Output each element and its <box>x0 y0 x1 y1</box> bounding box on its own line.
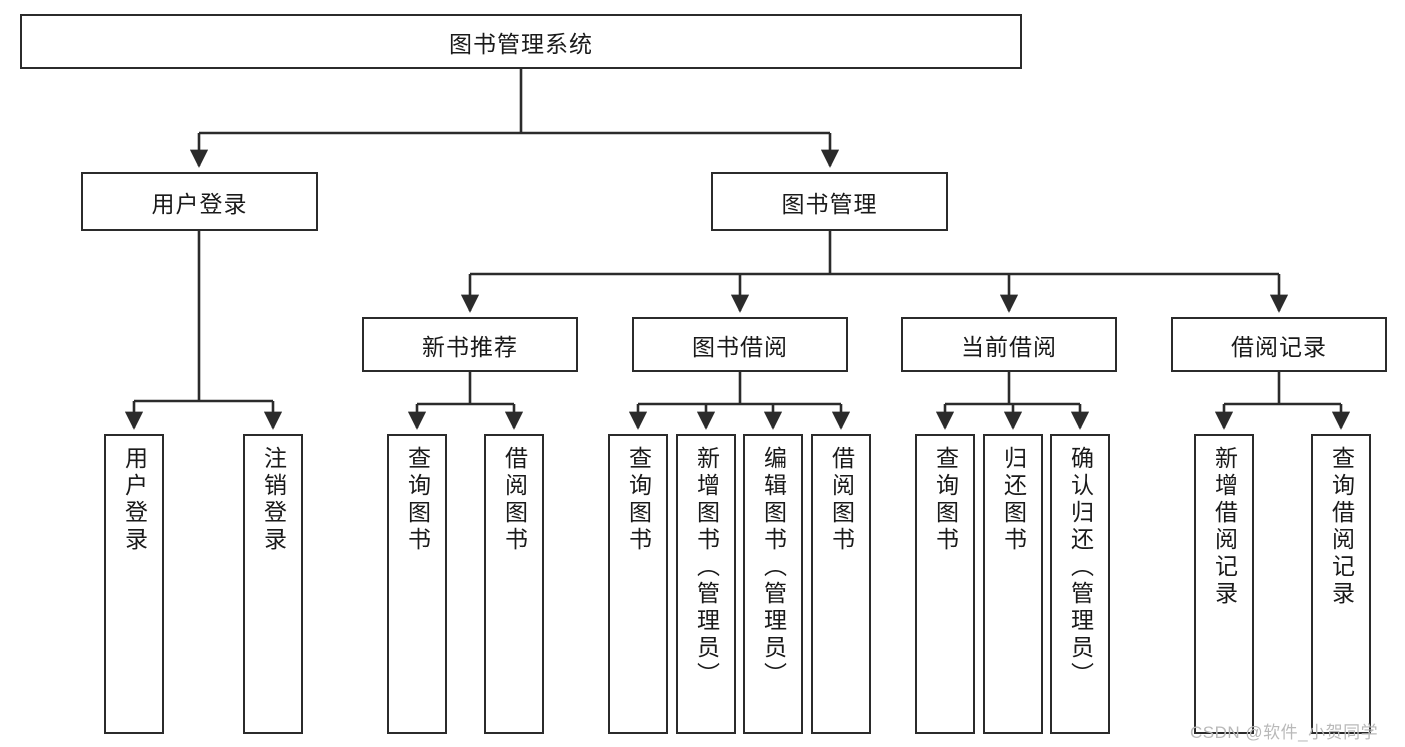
node-current-borrow[interactable]: 当前借阅 <box>901 317 1117 372</box>
node-leaf-query-record[interactable]: 查询借阅记录 <box>1311 434 1371 734</box>
node-root-label: 图书管理系统 <box>449 30 593 57</box>
node-leaf-query-book-3-label: 查询图书 <box>932 446 959 554</box>
watermark: CSDN @软件_小贺同学 <box>1190 723 1379 742</box>
node-leaf-logout-label: 注销登录 <box>260 446 287 554</box>
node-new-book-rec[interactable]: 新书推荐 <box>362 317 578 372</box>
node-leaf-edit-book-label: 编辑图书（管理员） <box>760 446 787 689</box>
node-root[interactable]: 图书管理系统 <box>20 14 1022 69</box>
node-user-login-label: 用户登录 <box>151 190 248 217</box>
node-book-borrow[interactable]: 图书借阅 <box>632 317 848 372</box>
node-leaf-user-login[interactable]: 用户登录 <box>104 434 164 734</box>
node-book-borrow-label: 图书借阅 <box>692 333 788 360</box>
node-leaf-borrow-book-2[interactable]: 借阅图书 <box>811 434 871 734</box>
node-leaf-confirm-return[interactable]: 确认归还（管理员） <box>1050 434 1110 734</box>
node-leaf-borrow-book-1-label: 借阅图书 <box>501 446 528 554</box>
node-leaf-add-book[interactable]: 新增图书（管理员） <box>676 434 736 734</box>
node-leaf-borrow-book-1[interactable]: 借阅图书 <box>484 434 544 734</box>
node-leaf-query-book-1-label: 查询图书 <box>404 446 431 554</box>
node-leaf-add-book-label: 新增图书（管理员） <box>693 446 720 689</box>
node-leaf-borrow-book-2-label: 借阅图书 <box>828 446 855 554</box>
node-leaf-return-book-label: 归还图书 <box>1000 446 1027 554</box>
node-book-manage-label: 图书管理 <box>781 190 878 217</box>
node-user-login[interactable]: 用户登录 <box>81 172 318 231</box>
node-borrow-record-label: 借阅记录 <box>1231 333 1327 360</box>
node-borrow-record[interactable]: 借阅记录 <box>1171 317 1387 372</box>
node-new-book-rec-label: 新书推荐 <box>422 333 518 360</box>
node-current-borrow-label: 当前借阅 <box>961 333 1057 360</box>
node-book-manage[interactable]: 图书管理 <box>711 172 948 231</box>
node-leaf-edit-book[interactable]: 编辑图书（管理员） <box>743 434 803 734</box>
node-leaf-query-record-label: 查询借阅记录 <box>1328 446 1355 608</box>
node-leaf-query-book-3[interactable]: 查询图书 <box>915 434 975 734</box>
node-leaf-query-book-2[interactable]: 查询图书 <box>608 434 668 734</box>
node-leaf-query-book-1[interactable]: 查询图书 <box>387 434 447 734</box>
node-leaf-add-record[interactable]: 新增借阅记录 <box>1194 434 1254 734</box>
node-leaf-logout[interactable]: 注销登录 <box>243 434 303 734</box>
node-leaf-add-record-label: 新增借阅记录 <box>1211 446 1238 608</box>
node-leaf-query-book-2-label: 查询图书 <box>625 446 652 554</box>
node-leaf-user-login-label: 用户登录 <box>121 446 148 554</box>
node-leaf-confirm-return-label: 确认归还（管理员） <box>1067 446 1094 689</box>
node-leaf-return-book[interactable]: 归还图书 <box>983 434 1043 734</box>
